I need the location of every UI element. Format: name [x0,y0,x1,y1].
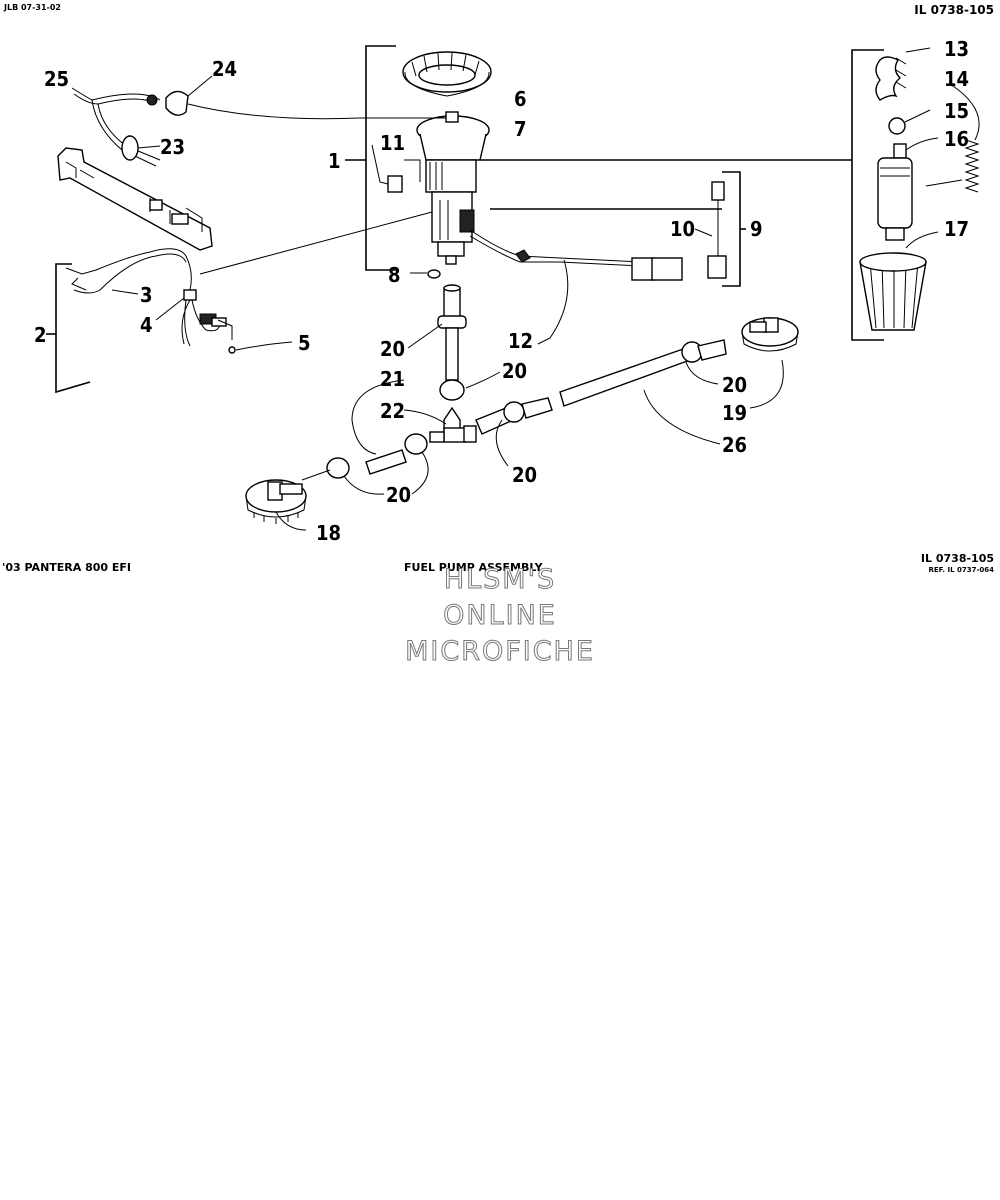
callout-15: 15 [944,99,969,123]
watermark-line-2: ONLINE [443,600,557,631]
callout-20-b: 20 [502,359,527,383]
fitting-part-11 [371,144,421,193]
reference-code: REF. IL 0737-064 [928,566,994,574]
callout-23: 23 [160,135,185,159]
hose-part-21 [365,449,407,475]
callout-22: 22 [380,399,405,423]
washer-part-15 [888,117,906,135]
spring-part-14 [964,139,980,193]
vent-hose-part-25 [71,87,161,167]
callout-26: 26 [722,433,747,457]
clamp-part-20d [404,433,428,455]
frame-rail [57,147,213,251]
pickup-part-19 [741,317,799,352]
pickup-tube [437,284,467,431]
callout-3: 3 [140,283,153,307]
callout-1: 1 [328,149,341,173]
callout-2: 2 [34,323,47,347]
washer-part-8 [427,269,441,279]
watermark-line-3: MICROFICHE [405,636,595,667]
diagram-title: FUEL PUMP ASSEMBLY [404,561,543,574]
callout-21: 21 [380,367,405,391]
callout-18: 18 [316,521,341,545]
wire-harness-part-12 [469,229,683,345]
clamp-part-24 [165,90,189,116]
callout-5: 5 [298,331,311,355]
illustration-code-footer: IL 0738-105 [920,552,994,565]
callout-20-d: 20 [512,463,537,487]
callout-14: 14 [944,67,969,91]
lock-ring-part-6 [402,51,492,97]
filter-part-17 [859,252,927,331]
callout-11: 11 [380,131,405,155]
model-name: '03 PANTERA 800 EFI [2,561,132,574]
callout-19: 19 [722,401,747,425]
callout-16: 16 [944,127,969,151]
callout-20-c: 20 [722,373,747,397]
callout-25: 25 [44,67,69,91]
callout-6: 6 [514,87,527,111]
pickup-part-18 [245,479,307,524]
callout-9: 9 [750,217,763,241]
callout-7: 7 [514,117,527,141]
callout-10: 10 [670,217,695,241]
screw-part-5 [228,341,293,354]
connector-part-10 [694,181,727,279]
fuel-pump-part-16 [877,143,913,241]
bracket-2 [55,263,91,394]
grommet-part-23 [121,135,161,161]
callout-17: 17 [944,217,969,241]
callout-8: 8 [388,263,401,287]
clamp-part-20e [326,457,350,479]
callout-24: 24 [212,57,237,81]
tee-fitting-part-22 [429,425,477,443]
callout-12: 12 [508,329,533,353]
callout-4: 4 [140,313,153,337]
illustration-code-header: IL 0738-105 [914,3,994,17]
callout-20-e: 20 [386,483,411,507]
date-code: JLB 07-31-02 [4,3,61,12]
harness-part-2 [65,248,233,347]
watermark-line-1: HLSM'S [443,564,557,595]
callout-13: 13 [944,37,969,61]
hose-part-13 [875,56,907,101]
bracket-1 [365,45,396,271]
callout-20-a: 20 [380,337,405,361]
pump-flange-part-7 [416,111,490,265]
bracket-right [851,49,884,341]
right-fuel-line [475,339,727,435]
